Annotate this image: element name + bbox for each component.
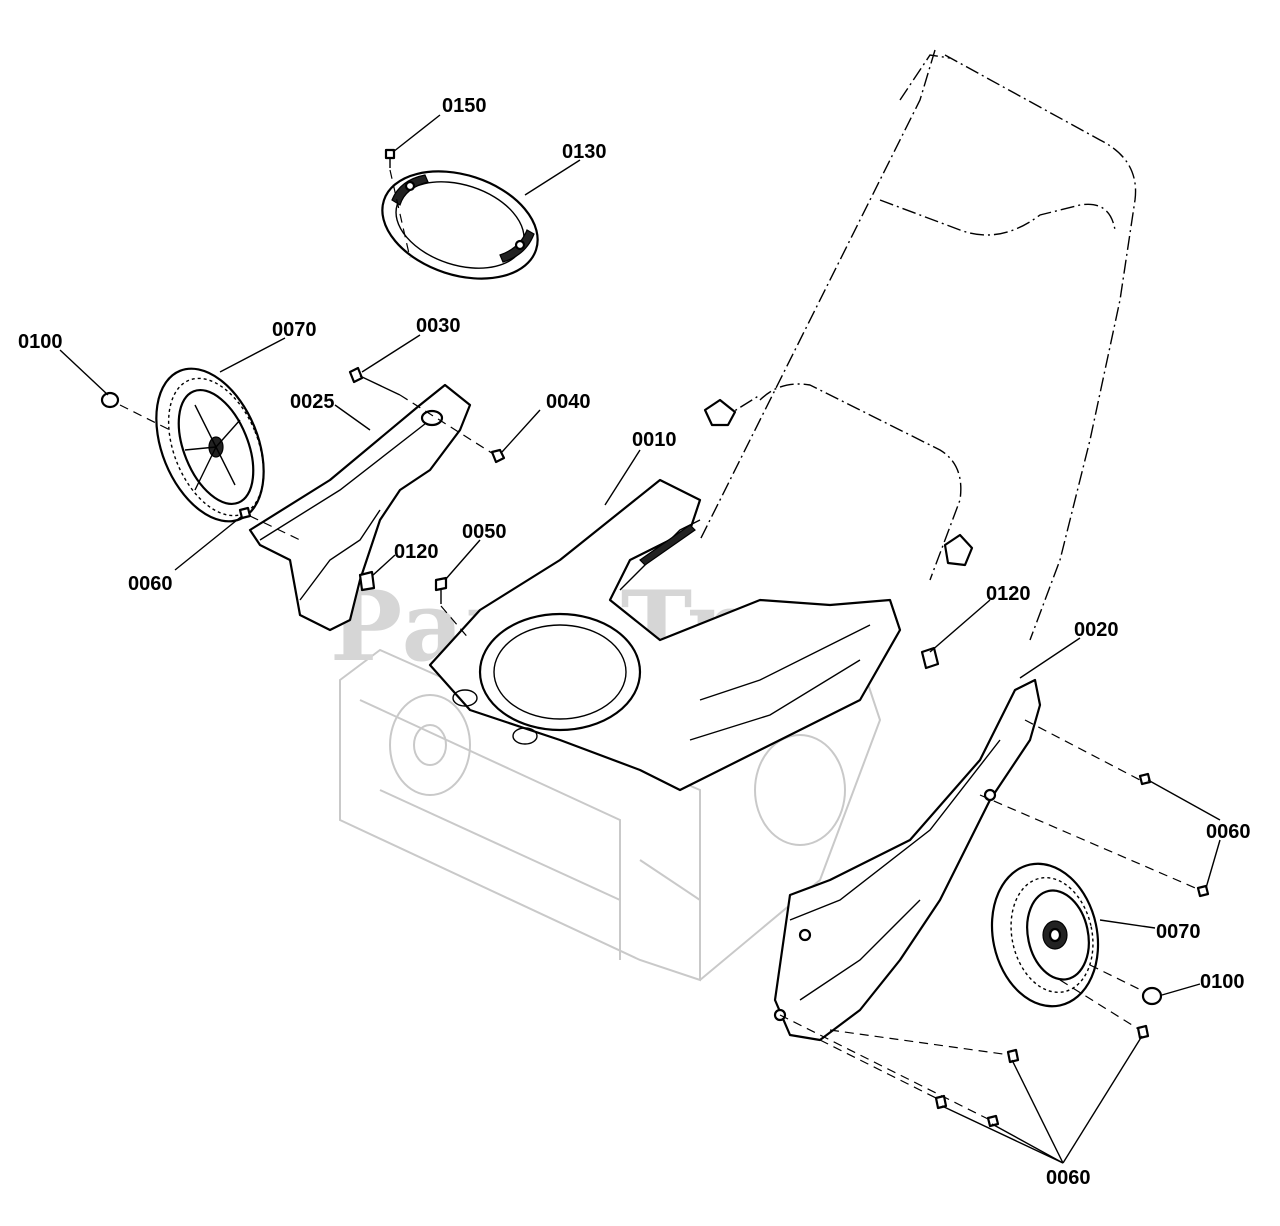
callout-0100-left: 0100	[18, 331, 63, 353]
chute-ring-0130	[381, 170, 539, 280]
bolt-0030	[348, 366, 496, 456]
callout-0050: 0050	[462, 521, 507, 543]
callout-0070-right: 0070	[1156, 921, 1201, 943]
clip-right-0120	[920, 646, 940, 670]
handle-assembly	[699, 49, 1137, 641]
nut-0040	[490, 448, 506, 464]
clip-left-0120	[358, 570, 376, 592]
callout-0040: 0040	[546, 391, 591, 413]
callout-0060-bottom: 0060	[1046, 1167, 1091, 1189]
callout-0120-right: 0120	[986, 583, 1031, 605]
nut-right-0100	[1089, 964, 1163, 1006]
callout-0150: 0150	[442, 95, 487, 117]
callout-labels: 0150 0130 0100 0070 0030 0025 0040 0010 …	[18, 95, 1251, 1189]
screws-right-0060	[779, 719, 1210, 1128]
callout-0070-left: 0070	[272, 319, 317, 341]
handle-knob-right	[943, 533, 974, 567]
callout-0060-right-upper: 0060	[1206, 821, 1251, 843]
screw-left-0060	[238, 506, 301, 541]
wheel-right-0070	[990, 862, 1100, 1008]
side-panel-right-0020	[773, 678, 1042, 1042]
handle-knob-left	[703, 398, 737, 427]
callout-0100-right: 0100	[1200, 971, 1245, 993]
wheel-left-0070	[155, 367, 265, 523]
callout-0120-left: 0120	[394, 541, 439, 563]
callout-0130: 0130	[562, 141, 607, 163]
callout-0030: 0030	[416, 315, 461, 337]
leader-lines	[59, 114, 1221, 1164]
callout-0020: 0020	[1074, 619, 1119, 641]
ghost-housing	[339, 648, 882, 982]
bolt-0050	[434, 576, 471, 641]
callout-0025: 0025	[290, 391, 335, 413]
side-panel-left-0025	[248, 383, 472, 632]
callout-0060-left: 0060	[128, 573, 173, 595]
nut-left-0100	[100, 391, 171, 431]
shroud-0010	[428, 478, 902, 792]
screw-0150	[384, 148, 411, 259]
callout-0010: 0010	[632, 429, 677, 451]
